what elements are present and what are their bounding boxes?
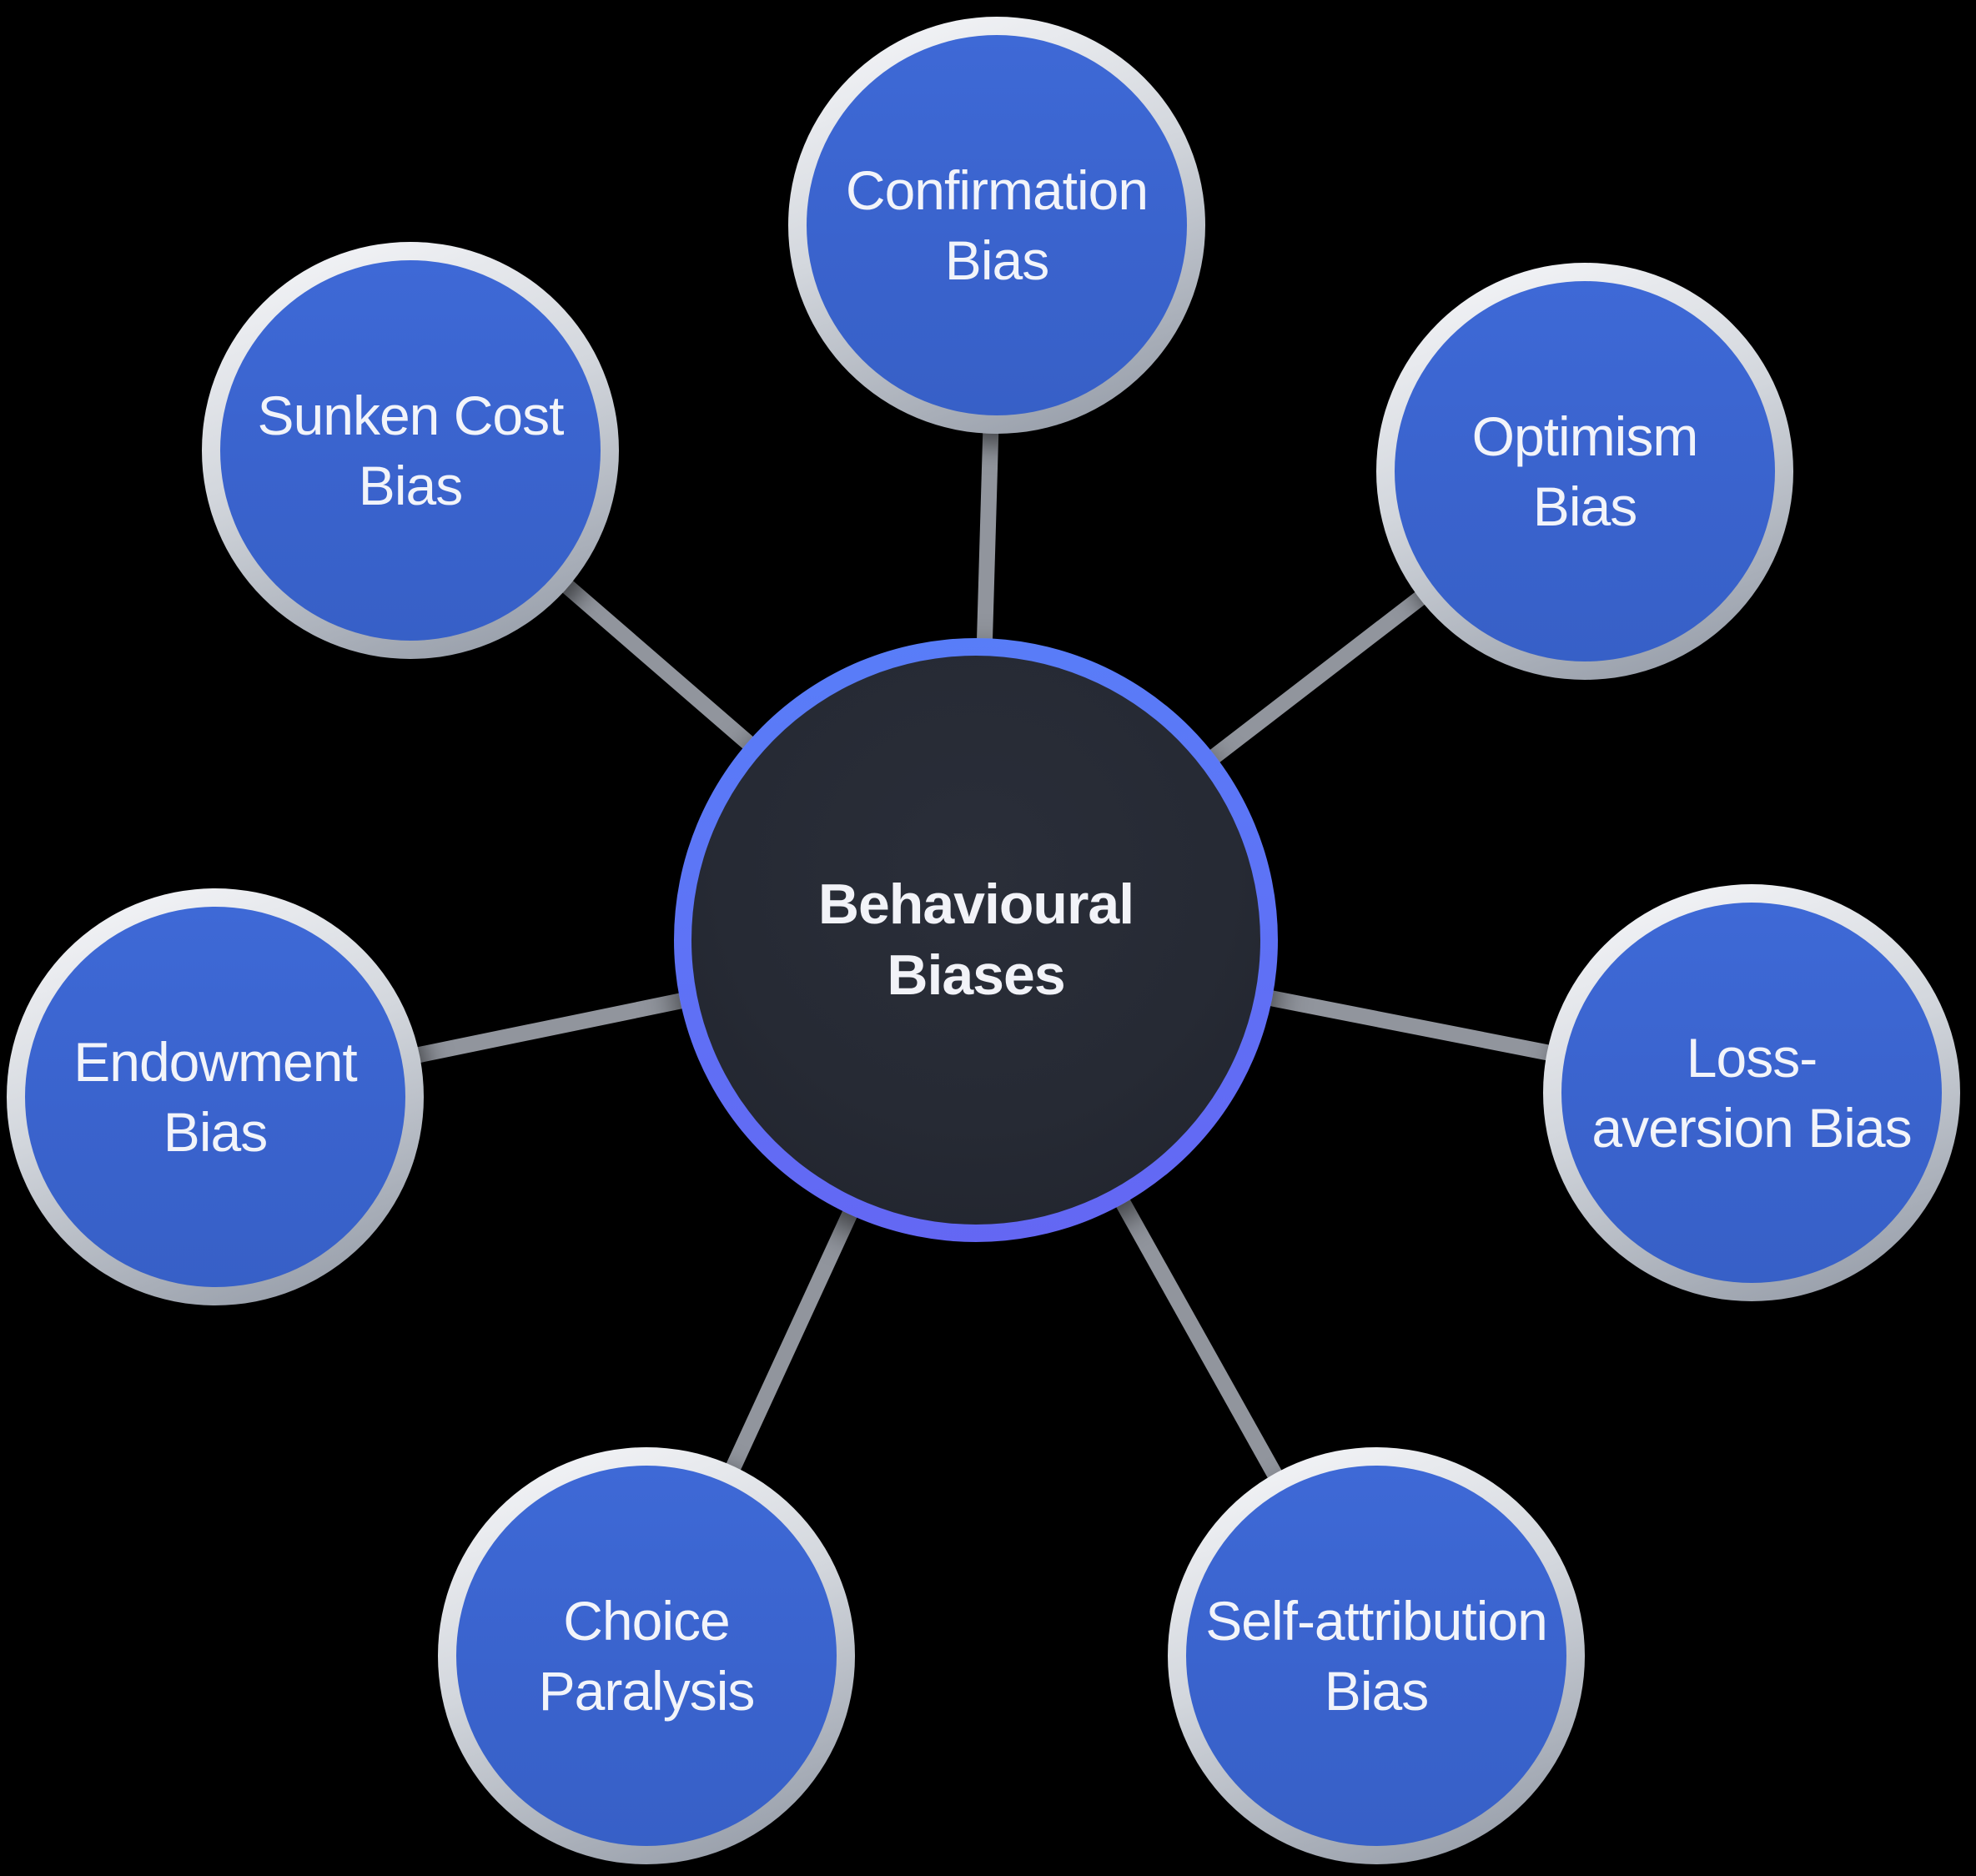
node-self-attribution-bias: Self-attribution Bias [1168,1447,1585,1864]
node-label-line-1: Optimism [1471,405,1699,467]
node-face: Choice Paralysis [456,1466,837,1846]
node-face: Optimism Bias [1395,281,1775,661]
node-face: Loss- aversion Bias [1561,903,1942,1283]
node-label: Self-attribution Bias [1205,1586,1548,1727]
node-optimism-bias: Optimism Bias [1376,263,1793,680]
node-label-line-1: Sunken Cost [257,384,565,446]
node-label-line-1: Choice [563,1589,730,1652]
node-label: Confirmation Bias [845,155,1149,296]
center-node-behavioural-biases: Behavioural Biases [674,638,1278,1242]
node-label-line-2: aversion Bias [1591,1097,1912,1159]
node-label: Optimism Bias [1471,401,1699,542]
node-choice-paralysis: Choice Paralysis [438,1447,855,1864]
node-label: Sunken Cost Bias [257,380,565,521]
center-label-line-1: Behavioural [817,873,1134,936]
node-face: Endowment Bias [25,907,405,1287]
node-label-line-1: Self-attribution [1205,1589,1548,1652]
node-label-line-2: Bias [358,455,463,516]
node-label-line-1: Confirmation [845,158,1149,221]
center-label-line-2: Biases [887,943,1065,1007]
node-endowment-bias: Endowment Bias [7,888,424,1305]
node-label-line-2: Paralysis [538,1660,756,1722]
center-node-label: Behavioural Biases [818,869,1134,1011]
node-loss-aversion-bias: Loss- aversion Bias [1543,884,1960,1301]
node-sunken-cost-bias: Sunken Cost Bias [202,242,619,659]
node-label-line-2: Bias [1324,1660,1429,1722]
center-node-face: Behavioural Biases [691,656,1260,1225]
node-label-line-2: Bias [1532,475,1637,537]
node-label-line-2: Bias [163,1101,268,1163]
node-label-line-1: Endowment [73,1030,358,1093]
node-label: Choice Paralysis [538,1586,756,1727]
node-face: Sunken Cost Bias [220,260,601,641]
node-face: Confirmation Bias [807,35,1187,415]
node-face: Self-attribution Bias [1186,1466,1566,1846]
node-label-line-1: Loss- [1686,1026,1818,1089]
node-label: Endowment Bias [73,1027,358,1168]
node-label: Loss- aversion Bias [1591,1023,1912,1164]
node-label-line-2: Bias [944,229,1049,291]
node-confirmation-bias: Confirmation Bias [788,17,1205,434]
